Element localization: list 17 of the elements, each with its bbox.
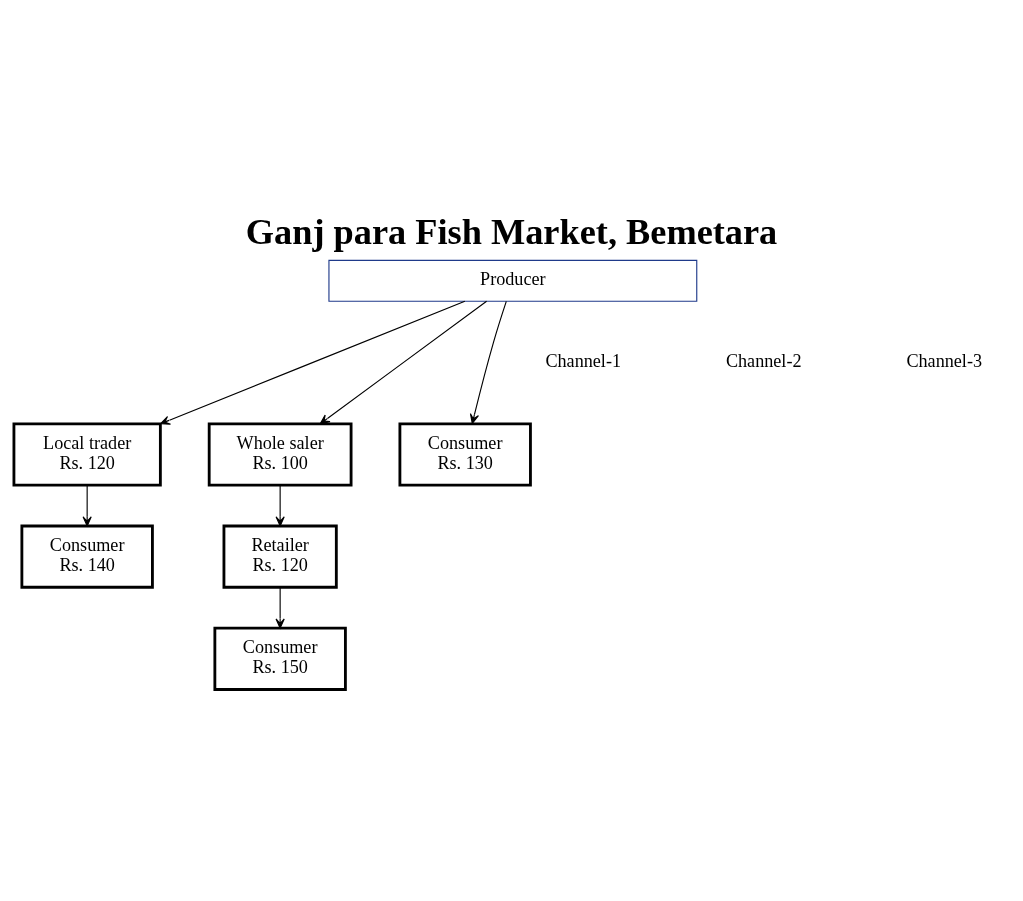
arrow	[275, 485, 285, 527]
label: Channel-1	[544, 350, 621, 371]
arrow	[82, 485, 92, 527]
arrow	[275, 587, 285, 629]
node-box: Producer	[327, 259, 697, 302]
arrow	[469, 300, 507, 425]
node-box: Whole saler Rs. 100	[207, 422, 352, 487]
arrow	[319, 300, 487, 425]
node-box: Consumer Rs. 140	[19, 524, 154, 589]
label: Channel-2	[725, 350, 802, 371]
diagram-title: Ganj para Fish Market, Bemetara	[245, 212, 777, 253]
arrow	[159, 300, 465, 425]
node-box: Consumer Rs. 130	[397, 422, 532, 487]
node-box: Consumer Rs. 150	[212, 626, 347, 691]
label: Channel-3	[905, 350, 982, 371]
node-box: Retailer Rs. 120	[222, 524, 338, 589]
node-box: Local trader Rs. 120	[12, 422, 162, 487]
